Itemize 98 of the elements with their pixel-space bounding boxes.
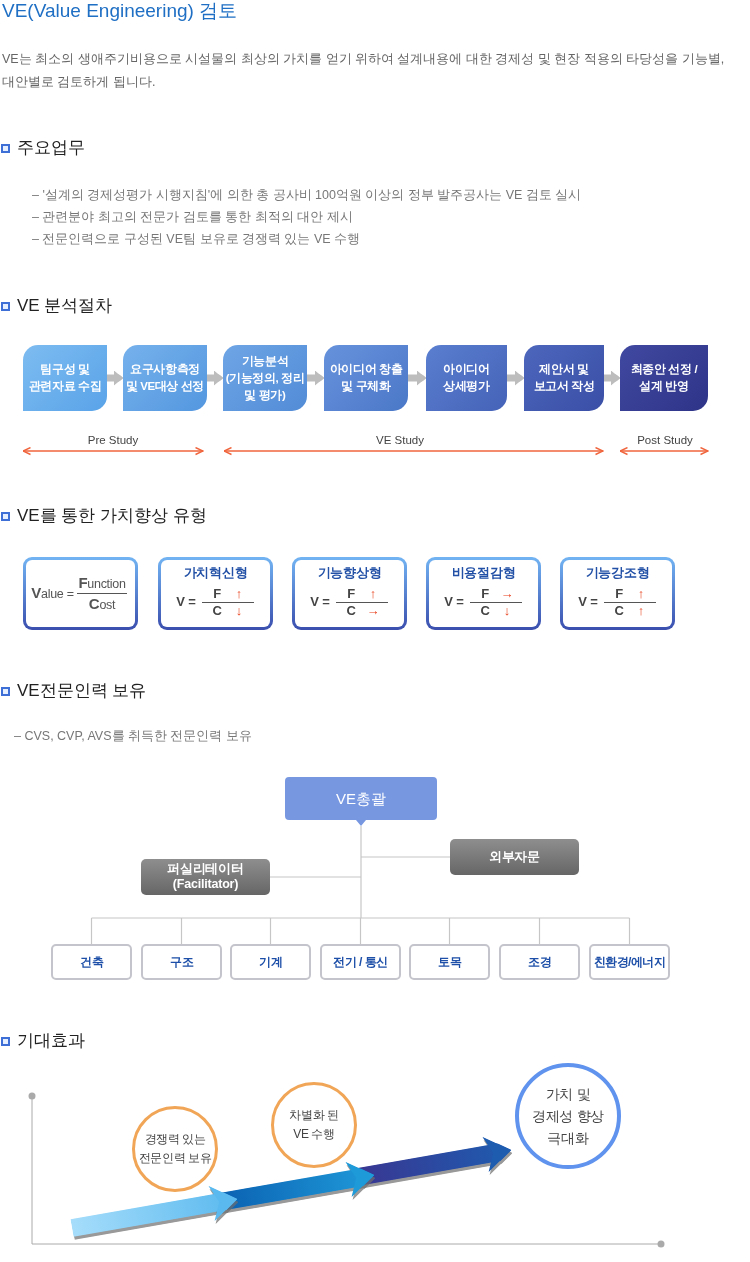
- discipline-node: [230, 944, 311, 980]
- formula-term: C: [480, 604, 490, 618]
- bullet-item: – 관련분야 최고의 전문가 검토를 통한 최적의 대안 제시: [32, 209, 353, 225]
- step-label: 최종안 선정 / 설계 반영: [629, 362, 699, 394]
- intro-paragraph: VE는 최소의 생애주기비용으로 시설물의 최상의 가치를 얻기 위하여 설계내용에 대한 경제성 및 현장 적용의 타당성을 기능별, 대안별로 검토하게 됩니다.: [2, 51, 726, 91]
- process-step: [324, 345, 408, 411]
- stage-label: Post Study: [637, 433, 693, 447]
- step-label: 아이디어 창출 및 구체화: [328, 362, 404, 394]
- circle-label: 가치 및 경제성 향상 극대화: [530, 1085, 606, 1148]
- arrow-symbol: →: [366, 604, 380, 618]
- role-label: VE총괄: [336, 789, 386, 809]
- formula-card: [23, 557, 138, 630]
- page-title: VE(Value Engineering) 검토: [2, 0, 238, 22]
- section-heading: VE를 통한 가치향상 유형: [17, 505, 207, 527]
- formula-term: F: [481, 587, 489, 601]
- process-step: [223, 345, 307, 411]
- discipline-label: 건축: [80, 953, 103, 971]
- discipline-label: 친환경/에너지: [593, 953, 666, 971]
- discipline-label: 전기 / 통신: [333, 953, 388, 971]
- circle-label: 경쟁력 있는 전문인력 보유: [137, 1131, 213, 1167]
- formula-term: Value =: [31, 585, 74, 601]
- arrow-symbol: ↑: [235, 587, 243, 601]
- connector-line: [180, 917, 183, 945]
- connector-line: [269, 917, 272, 945]
- circle-label: 차별화 된 VE 수행: [288, 1107, 340, 1143]
- stage-label: VE Study: [376, 433, 424, 447]
- discipline-node: [409, 944, 490, 980]
- discipline-node: [320, 944, 401, 980]
- section-heading: VE 분석절차: [17, 295, 113, 317]
- type-title: 기능향상형: [317, 566, 382, 580]
- discipline-label: 토목: [438, 953, 461, 971]
- formula-term: Cost: [88, 596, 116, 612]
- formula-term: F: [615, 587, 623, 601]
- step-label: 팀구성 및 관련자료 수집: [27, 362, 103, 394]
- arrow: [604, 370, 620, 386]
- arrow: [507, 370, 524, 386]
- connector-line: [359, 917, 362, 945]
- section-heading: 기대효과: [17, 1030, 85, 1052]
- section-heading: 주요업무: [17, 137, 85, 159]
- step-label: 아이디어 상세평가: [442, 362, 491, 394]
- arrow: [107, 370, 123, 386]
- value-type-card: [158, 557, 273, 630]
- discipline-label: 기계: [259, 953, 282, 971]
- type-title: 가치혁신형: [183, 566, 248, 580]
- process-step: [620, 345, 708, 411]
- block-arrow: [70, 1185, 238, 1237]
- org-head-node: [285, 777, 437, 826]
- connector-line: [90, 917, 93, 945]
- formula-term: V =: [310, 595, 330, 609]
- arrow: [207, 370, 223, 386]
- advisor-node: [450, 839, 579, 875]
- process-step: [23, 345, 107, 411]
- step-label: 기능분석 (기능정의, 정리 및 평가): [225, 353, 305, 403]
- bullet-item: – 전문인력으로 구성된 VE팀 보유로 경쟁력 있는 VE 수행: [32, 231, 361, 247]
- process-step: [524, 345, 604, 411]
- discipline-node: [51, 944, 132, 980]
- role-label: 퍼실리테이터 (Facilitator): [166, 862, 245, 892]
- formula-term: V =: [176, 595, 196, 609]
- arrow-symbol: ↓: [503, 604, 511, 618]
- discipline-node: [499, 944, 580, 980]
- formula-term: F: [347, 587, 355, 601]
- process-step: [426, 345, 507, 411]
- discipline-node: [141, 944, 222, 980]
- value-type-card: [426, 557, 541, 630]
- arrow: [307, 370, 324, 386]
- role-label: 외부자문: [488, 849, 541, 865]
- formula-term: V =: [444, 595, 464, 609]
- stage-label: Pre Study: [87, 433, 139, 447]
- discipline-label: 구조: [170, 953, 193, 971]
- connector-line: [360, 825, 362, 919]
- bullet-item: – CVS, CVP, AVS를 취득한 전문인력 보유: [14, 728, 252, 744]
- section-heading: VE전문인력 보유: [17, 680, 147, 702]
- arrow-symbol: ↑: [637, 604, 645, 618]
- arrow-symbol: ↓: [235, 604, 243, 618]
- connector-line: [448, 917, 451, 945]
- formula-term: V =: [578, 595, 598, 609]
- formula-term: C: [212, 604, 222, 618]
- arrow-symbol: ↑: [637, 587, 645, 601]
- formula-term: C: [346, 604, 356, 618]
- arrow-symbol: →: [500, 587, 514, 601]
- process-step: [123, 345, 207, 411]
- type-title: 비용절감형: [451, 566, 516, 580]
- arrow: [408, 370, 426, 386]
- advisor-node: [141, 859, 270, 895]
- step-label: 제안서 및 보고서 작성: [532, 362, 596, 394]
- connector-line: [628, 917, 631, 945]
- value-type-card: [560, 557, 675, 630]
- discipline-label: 조경: [528, 953, 551, 971]
- connector-line: [538, 917, 541, 945]
- step-label: 요구사항측정 및 VE대상 선정: [125, 362, 205, 394]
- formula-term: C: [614, 604, 624, 618]
- bullet-item: – '설계의 경제성평가 시행지침'에 의한 총 공사비 100억원 이상의 정부 발주공사는 VE 검토 실시: [32, 187, 582, 203]
- discipline-node: [589, 944, 670, 980]
- value-type-card: [292, 557, 407, 630]
- formula-term: F: [213, 587, 221, 601]
- formula-term: Function: [78, 575, 126, 591]
- arrow-symbol: ↑: [369, 587, 377, 601]
- type-title: 기능강조형: [585, 566, 650, 580]
